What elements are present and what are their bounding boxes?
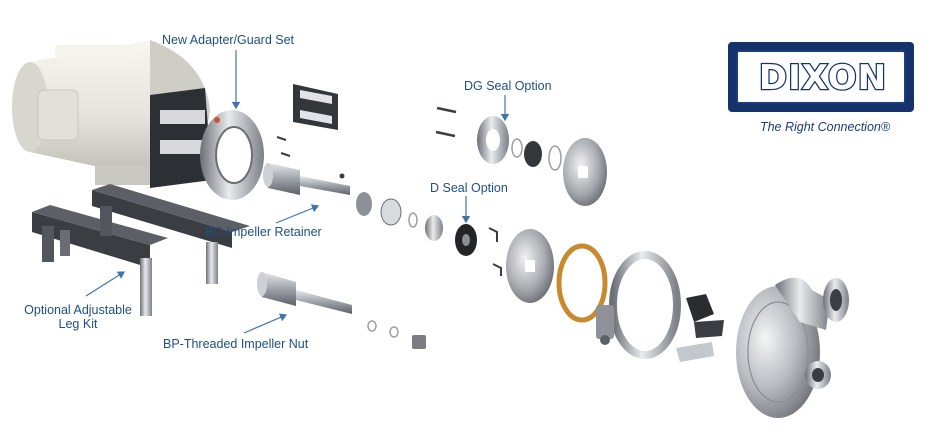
dg-seal-assembly — [435, 106, 607, 206]
label-leg-kit-line1: Optional Adjustable — [24, 303, 132, 317]
arrow-bp-threaded — [243, 313, 288, 334]
bc-impeller-retainer — [263, 163, 350, 195]
leg-kit — [32, 184, 250, 316]
backplate — [506, 229, 554, 303]
leader-lines — [85, 50, 510, 334]
label-dg-seal-option: DG Seal Option — [464, 79, 552, 93]
casing-gasket — [556, 243, 608, 323]
adapter-guard-set — [150, 88, 264, 200]
logo-inner-panel: DIXON — [736, 50, 906, 104]
label-leg-kit-line2: Leg Kit — [58, 317, 98, 331]
label-bp-threaded-impeller-nut: BP-Threaded Impeller Nut — [163, 337, 309, 351]
impeller — [676, 294, 724, 362]
logo-badge: DIXON — [728, 42, 914, 112]
logo-tagline: The Right Connection® — [759, 120, 891, 134]
motor — [12, 40, 210, 185]
bp-threaded-shaft — [257, 272, 426, 349]
seal-components — [356, 192, 502, 276]
guard-panels — [276, 84, 338, 157]
label-adapter-guard-set: New Adapter/Guard Set — [162, 33, 295, 47]
label-bc-impeller-retainer: BC-Impeller Retainer — [205, 225, 322, 239]
label-d-seal-option: D Seal Option — [430, 181, 508, 195]
pump-casing — [736, 277, 849, 418]
arrow-leg-kit — [85, 271, 126, 297]
arrow-bc-impeller — [275, 204, 320, 224]
logo-wordmark: DIXON — [758, 57, 888, 100]
label-leg-kit: Optional Adjustable Leg Kit — [18, 303, 138, 331]
dixon-logo: DIXON The Right Connection® — [728, 42, 916, 144]
clamp-ring — [596, 251, 681, 359]
